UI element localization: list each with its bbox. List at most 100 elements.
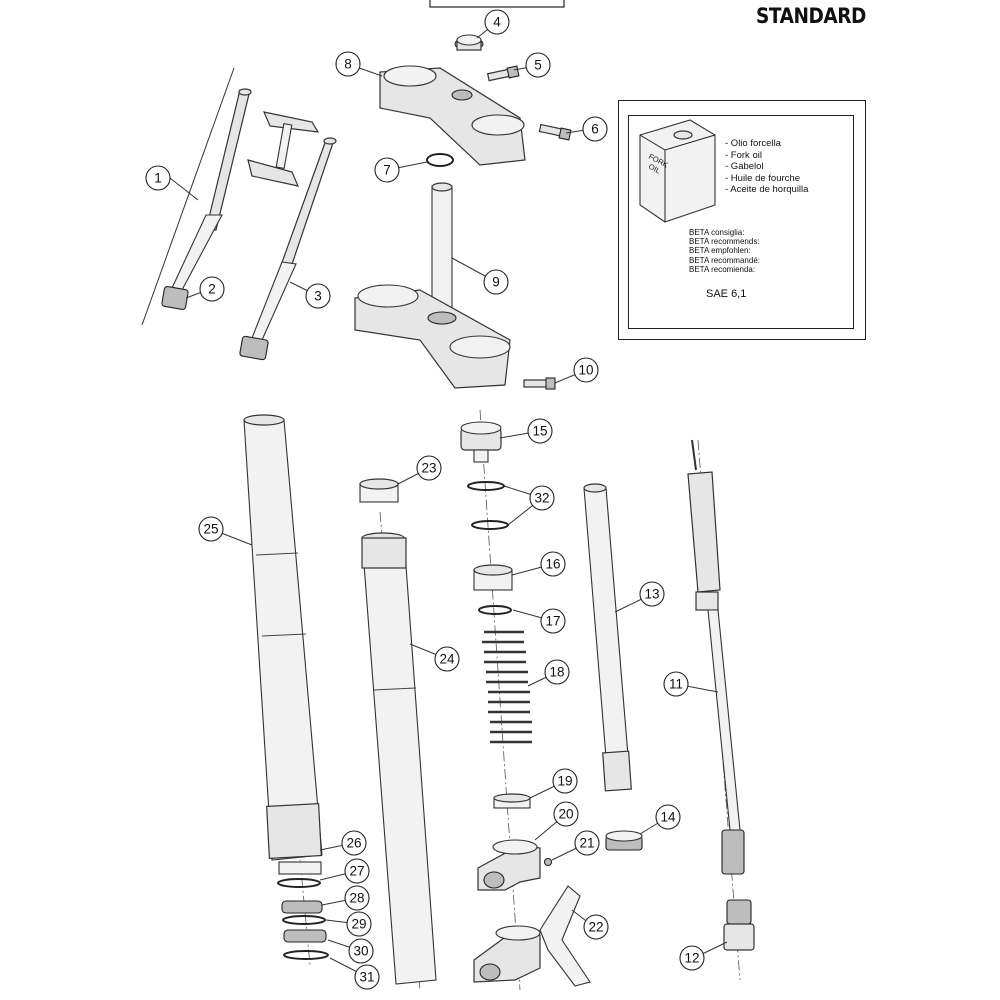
svg-text:10: 10: [578, 363, 593, 378]
seal-bushing-26: [278, 861, 322, 875]
callout-13: 13: [639, 581, 665, 607]
recommends-list: BETA consiglia: BETA recommends: BETA em…: [689, 228, 760, 274]
oil-name-list: - Olio forcella - Fork oil - Gabelol - H…: [725, 138, 808, 196]
svg-text:18: 18: [549, 665, 564, 680]
damper-valve-nut: [605, 830, 643, 851]
fork-spring: [482, 630, 532, 744]
callout-17: 17: [540, 608, 566, 634]
callout-26: 26: [341, 830, 367, 856]
callout-22: 22: [583, 914, 609, 940]
oil-seal-28: [281, 900, 323, 914]
svg-text:13: 13: [644, 587, 659, 602]
fork-inner-tube: [361, 532, 437, 985]
svg-text:9: 9: [492, 275, 500, 290]
callout-18: 18: [544, 659, 570, 685]
svg-text:7: 7: [383, 163, 391, 178]
seal-clip-29: [282, 915, 326, 925]
callout-23: 23: [416, 455, 442, 481]
clamp-bolt-upper: [486, 65, 520, 82]
recommends-it: BETA consiglia:: [689, 228, 745, 237]
callout-32: 32: [529, 485, 555, 511]
seal-washer-27: [277, 878, 321, 888]
svg-text:26: 26: [346, 836, 361, 851]
svg-text:14: 14: [660, 810, 676, 825]
callout-21: 21: [574, 830, 600, 856]
seal-stack: [277, 861, 329, 960]
svg-text:3: 3: [314, 289, 322, 304]
cartridge-top-cap: [460, 421, 502, 463]
svg-text:25: 25: [203, 522, 218, 537]
oil-name-de: - Gabelol: [725, 161, 764, 172]
lower-triple-clamp-stem: [354, 182, 511, 389]
oil-name-fr: - Huile de fourche: [725, 172, 800, 184]
callout-30: 30: [348, 938, 374, 964]
fork-outer-tube: [243, 414, 323, 861]
svg-text:19: 19: [557, 774, 572, 789]
callout-14: 14: [655, 804, 681, 830]
svg-text:5: 5: [534, 58, 542, 73]
spring-ring-17: [478, 605, 512, 615]
callout-2: 2: [199, 276, 225, 302]
axle-foot-clamp: [477, 839, 541, 891]
callout-12: 12: [679, 945, 705, 971]
svg-text:15: 15: [532, 424, 547, 439]
callout-8: 8: [335, 51, 361, 77]
callout-19: 19: [552, 768, 578, 794]
spring-seat-19: [493, 793, 531, 809]
svg-text:16: 16: [545, 557, 560, 572]
fork-oil-spec-inner: - Olio forcella - Fork oil - Gabelol - H…: [628, 115, 854, 329]
svg-text:8: 8: [344, 57, 352, 72]
retaining-ring-31: [283, 950, 329, 960]
fork-leg-right-assembly: [239, 111, 337, 361]
callout-7: 7: [374, 157, 400, 183]
callout-16: 16: [540, 551, 566, 577]
axle-foot-with-guard: [473, 885, 591, 987]
svg-text:22: 22: [588, 920, 603, 935]
svg-text:28: 28: [349, 891, 364, 906]
damper-tube: [583, 483, 632, 792]
stem-o-ring: [426, 153, 454, 167]
upper-guide-bushing: [359, 478, 399, 503]
svg-text:20: 20: [558, 807, 573, 822]
svg-text:30: 30: [353, 944, 368, 959]
recommends-en: BETA recommends:: [689, 237, 760, 247]
svg-text:29: 29: [351, 917, 366, 932]
callout-11: 11: [663, 671, 689, 697]
callout-31: 31: [354, 964, 380, 990]
svg-text:4: 4: [493, 15, 501, 30]
svg-text:6: 6: [591, 122, 599, 137]
washer-32-lower: [471, 520, 509, 530]
callout-29: 29: [346, 911, 372, 937]
svg-text:2: 2: [208, 282, 216, 297]
fork-oil-can-icon: FORK OIL: [639, 119, 716, 223]
callout-3: 3: [305, 283, 331, 309]
callout-9: 9: [483, 269, 509, 295]
fork-leg-left-assembly: [161, 88, 252, 311]
callout-5: 5: [525, 52, 551, 78]
svg-text:11: 11: [669, 677, 683, 692]
callout-20: 20: [553, 801, 579, 827]
top-frame-stub: [429, 0, 565, 8]
callout-10: 10: [573, 357, 599, 383]
base-valve: [723, 899, 755, 951]
callout-25: 25: [198, 516, 224, 542]
svg-text:24: 24: [439, 652, 455, 667]
fork-oil-spec-box: - Olio forcella - Fork oil - Gabelol - H…: [618, 100, 866, 340]
washer-32-upper: [467, 481, 505, 491]
lower-clamp-bolt: [523, 377, 556, 390]
bleed-screw-21: [543, 857, 553, 867]
svg-text:1: 1: [154, 171, 162, 186]
oil-spec-value: SAE 6,1: [706, 288, 747, 300]
dust-seal-30: [283, 929, 327, 943]
upper-triple-clamp: [379, 65, 526, 166]
clamp-bolt-side: [538, 123, 572, 141]
svg-text:23: 23: [421, 461, 436, 476]
recommends-de: BETA empfohlen:: [689, 246, 751, 256]
spring-spacer: [473, 564, 513, 591]
recommends-es: BETA recomienda:: [689, 264, 756, 274]
oil-name-es: - Aceite de horquilla: [725, 184, 809, 195]
callout-6: 6: [582, 116, 608, 142]
oil-name-it: - Olio forcella: [725, 138, 781, 149]
svg-text:21: 21: [579, 836, 594, 851]
